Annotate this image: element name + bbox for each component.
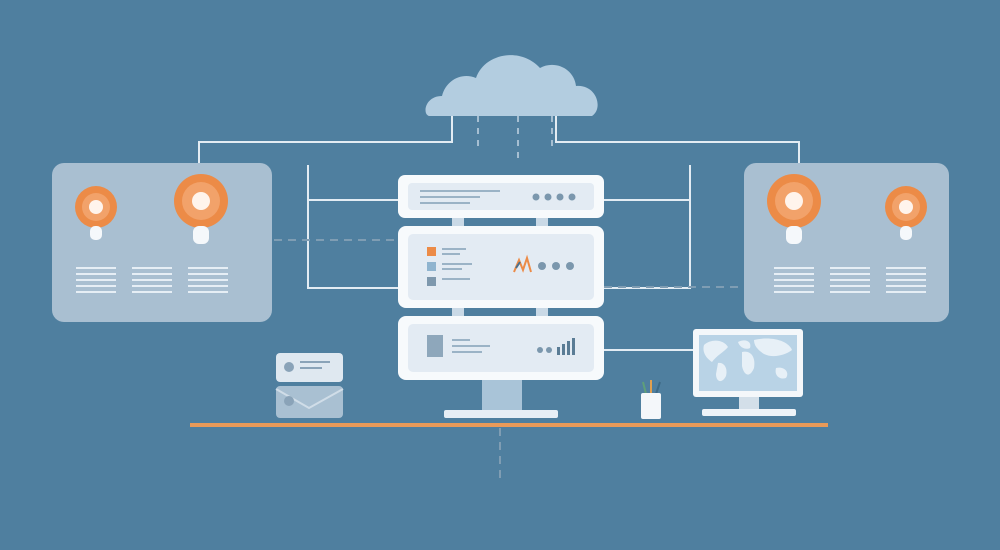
server-rack-icon [398, 175, 604, 418]
server-stand-base [444, 410, 558, 418]
server-unit-bottom [398, 316, 604, 380]
right-device-panel [744, 163, 949, 322]
dashed-links [274, 239, 744, 480]
location-pin-icon [174, 174, 228, 244]
cloud-icon [425, 55, 598, 160]
bar-chart-icon [557, 338, 575, 355]
server-unit-top [398, 175, 604, 218]
cloud-to-left-panel-line [198, 116, 453, 164]
location-pin-icon [767, 174, 821, 244]
world-map-monitor-icon [693, 329, 803, 416]
right-server-link [604, 199, 691, 289]
document-lines-icon [774, 267, 926, 293]
left-device-panel [52, 163, 272, 322]
pencil-cup-icon [641, 380, 661, 419]
location-pin-icon [75, 186, 117, 240]
document-lines-icon [76, 267, 228, 293]
mail-envelope-icon [275, 353, 344, 418]
location-pin-icon [885, 186, 927, 240]
connector-lines [198, 116, 800, 351]
server-unit-middle [398, 226, 604, 308]
left-server-link [307, 199, 398, 289]
server-stand [482, 374, 522, 412]
cloud-to-right-panel-line [555, 116, 800, 164]
